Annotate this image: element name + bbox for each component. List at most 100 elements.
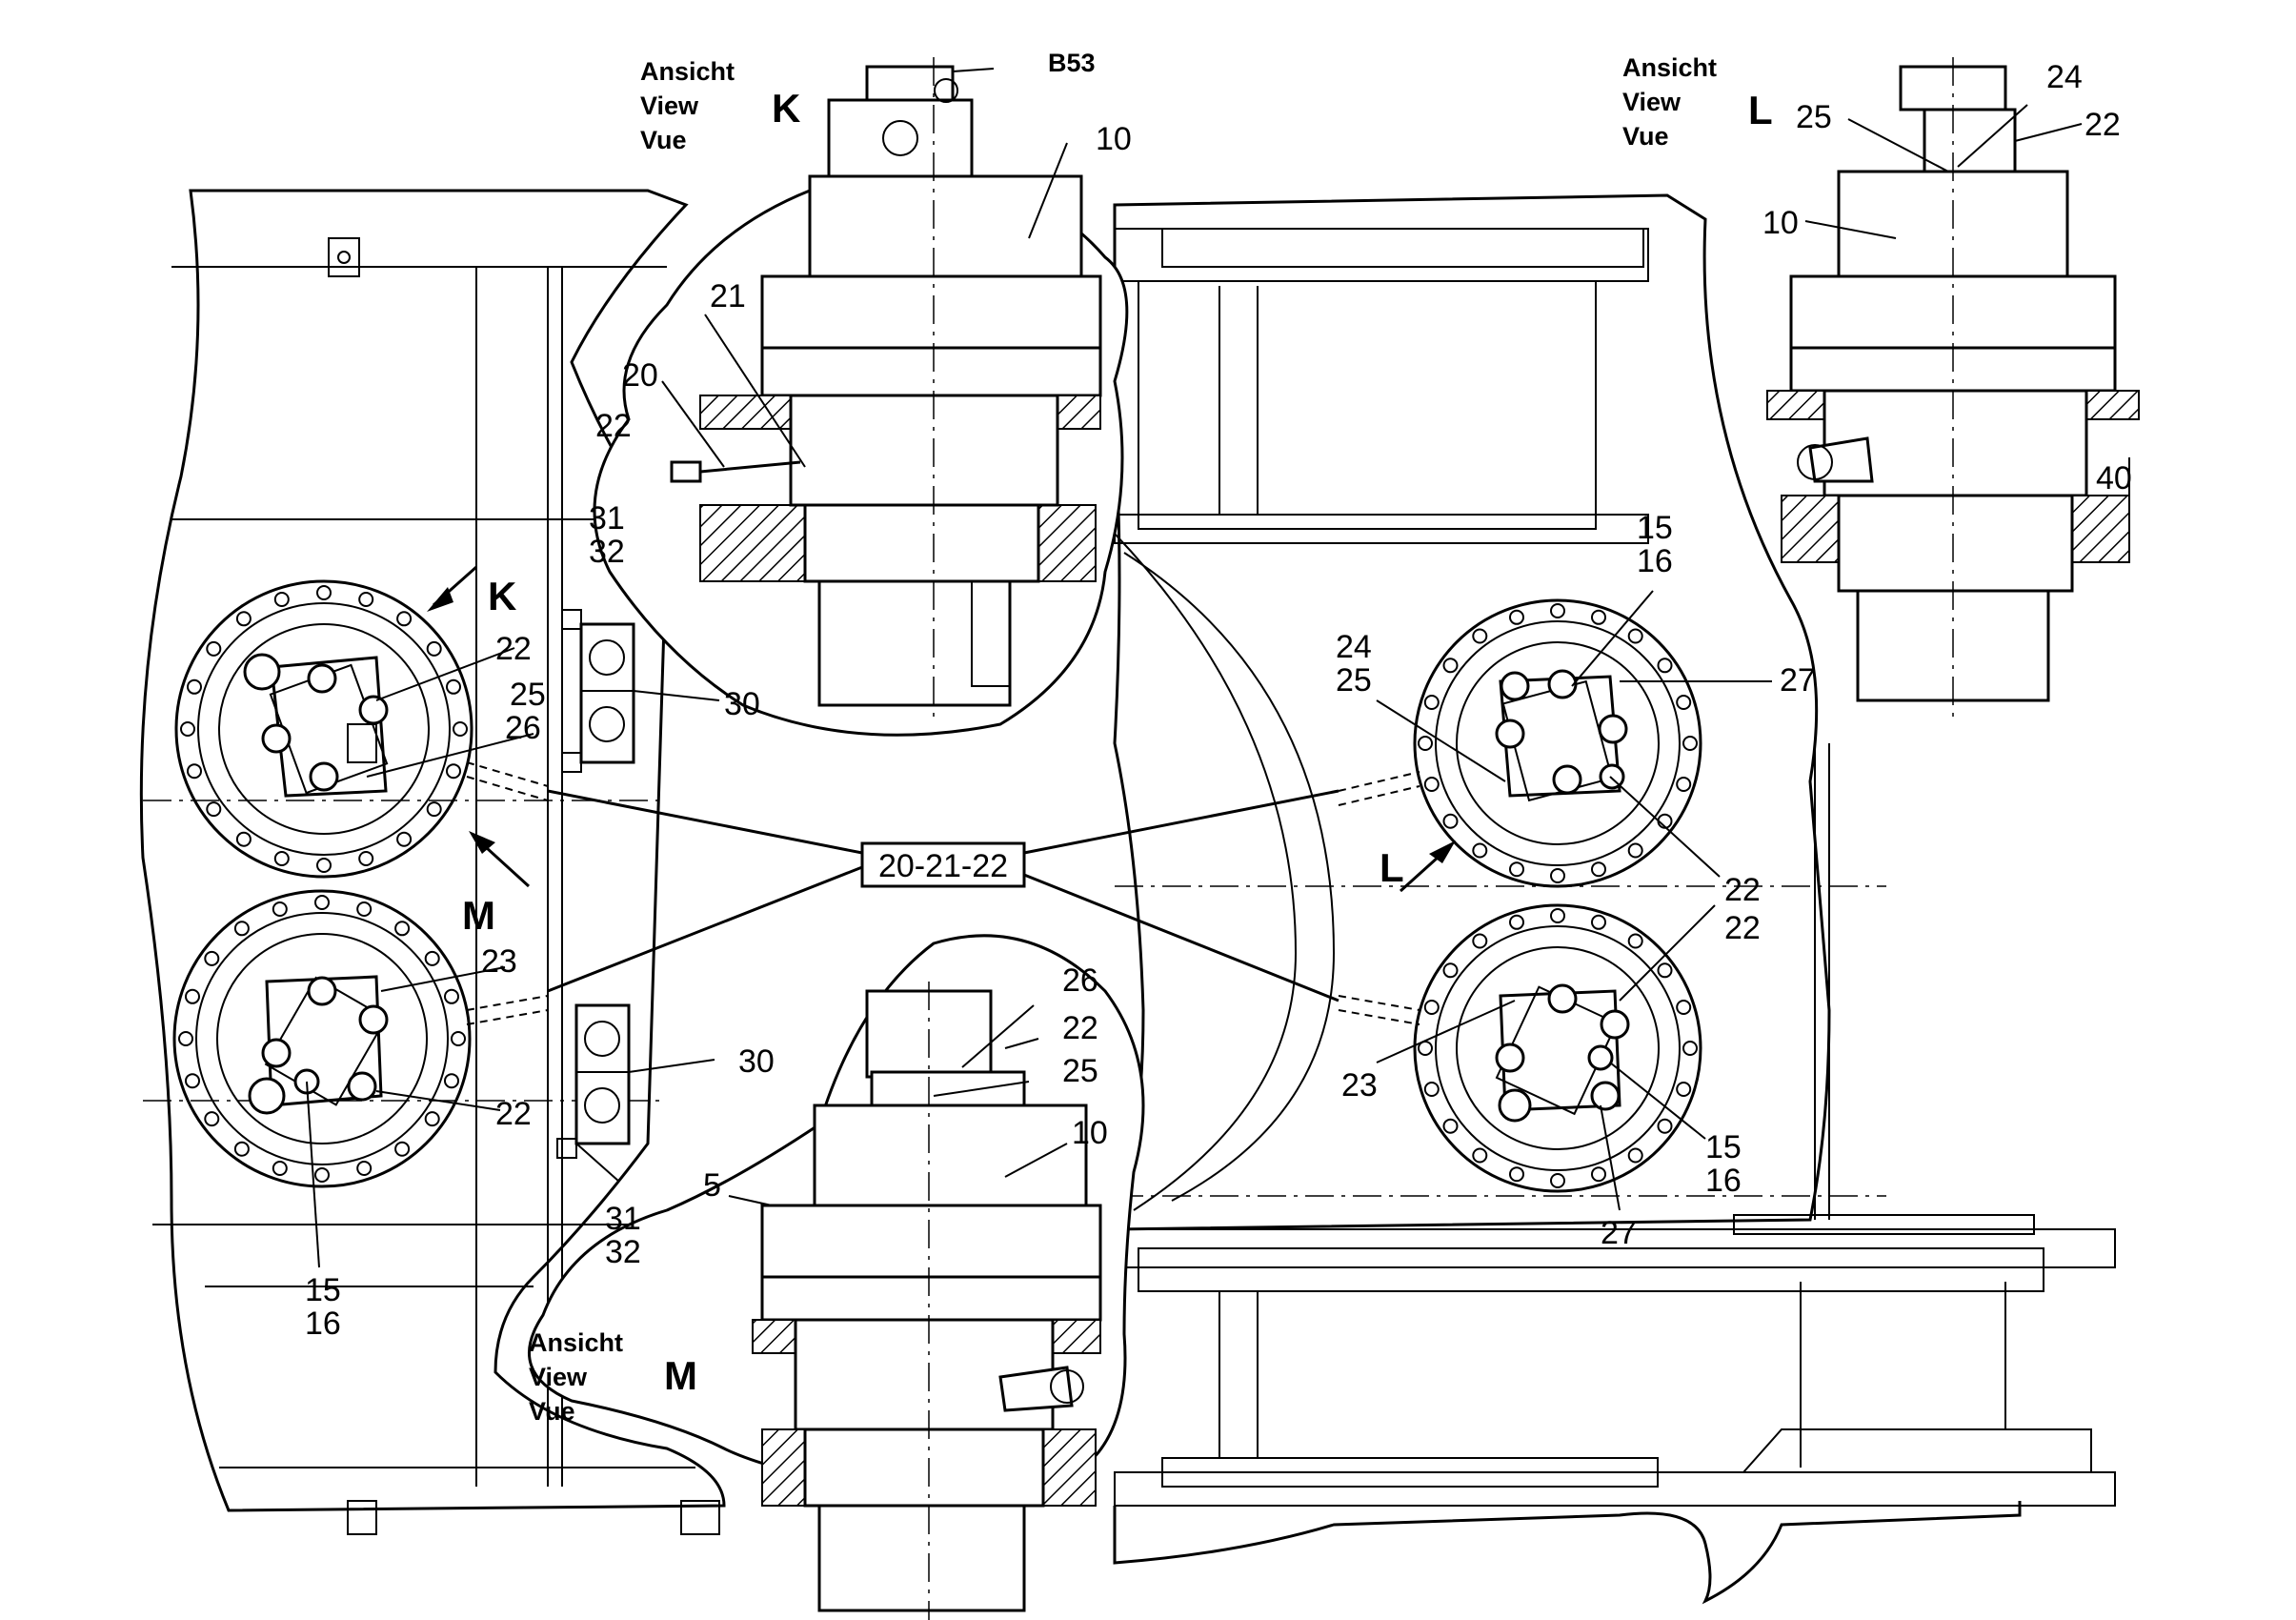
hub-bolt [1627, 933, 1643, 949]
view-k-vue: Vue [640, 126, 687, 154]
right-lower-hub [1413, 903, 1702, 1193]
hub-bolt [235, 611, 252, 627]
hub-bolt [426, 801, 442, 818]
hub-bolt [1550, 908, 1565, 923]
callout-l-25: 25 [1796, 99, 1832, 135]
hub-bolt [356, 1161, 373, 1176]
hub-bolt [1472, 842, 1488, 859]
callout-k-10: 10 [1096, 121, 1132, 157]
callout-right-27b: 27 [1601, 1215, 1637, 1251]
hub-bolt [204, 950, 220, 966]
hub-bolt [1509, 914, 1524, 930]
view-m-ansicht: Ansicht [529, 1328, 623, 1357]
callout-m-5: 5 [703, 1167, 721, 1204]
left-upper-hub [174, 579, 473, 879]
callout-left-30b: 30 [738, 1043, 775, 1080]
hub-bolt [233, 1141, 250, 1157]
hub-bolt [1591, 609, 1606, 625]
hub-bolt [316, 858, 332, 873]
hub-bolt [187, 763, 202, 780]
view-m-caption: Ansicht View Vue M [529, 1328, 697, 1426]
callout-l-10: 10 [1762, 205, 1799, 241]
valve-block-lower [556, 1003, 631, 1159]
callout-right-22b: 22 [1724, 910, 1761, 946]
view-k-ansicht: Ansicht [640, 57, 735, 86]
callout-right-15b: 15 [1705, 1129, 1742, 1165]
hub-bolt [1472, 628, 1488, 644]
callout-right-16a: 16 [1637, 543, 1673, 579]
hub-bolt [1657, 1118, 1673, 1134]
hub-bolt [1418, 1041, 1433, 1056]
hub-bolt [453, 721, 468, 737]
view-arrows [427, 565, 1456, 893]
callout-left-31b: 31 [605, 1201, 641, 1237]
hub-bolt [1676, 777, 1692, 792]
view-m-motor [528, 934, 1145, 1620]
callout-b53: B53 [1048, 49, 1096, 77]
hub-bolt [396, 831, 413, 847]
hub-bolt [1627, 628, 1643, 644]
left-lower-hub [172, 889, 472, 1188]
hub-bolt [1591, 1166, 1606, 1183]
hub-bolt [444, 988, 459, 1004]
hub-bolt [206, 640, 222, 657]
hub-bolt [1509, 861, 1524, 878]
callout-l-22: 22 [2085, 107, 2121, 143]
callout-leaders [306, 68, 2130, 1268]
hub-bolt [314, 895, 330, 910]
arrow-l-label: L [1380, 845, 1404, 890]
callout-l-40: 40 [2096, 460, 2132, 496]
view-m-vue: Vue [529, 1397, 575, 1426]
hub-bolt [1442, 962, 1459, 979]
hub-bolt [204, 1111, 220, 1127]
hub-bolt [1657, 813, 1673, 829]
callout-k-20: 20 [622, 357, 658, 394]
group-label-box [860, 841, 1026, 888]
group-leaders [547, 789, 1339, 1002]
hub-bolt [1418, 736, 1433, 751]
hub-bolt [206, 801, 222, 818]
right-upper-hub [1413, 598, 1702, 888]
view-k-motor [593, 57, 1129, 737]
hub-bolt [356, 901, 373, 917]
callout-left-22b: 22 [495, 1096, 532, 1132]
left-frame [139, 189, 726, 1535]
view-l-view: View [1622, 88, 1682, 116]
callout-k-22: 22 [595, 408, 632, 444]
hub-bolt [1550, 603, 1565, 618]
callout-left-32a: 32 [589, 534, 625, 570]
hub-bolt [1591, 861, 1606, 878]
hub-bolt [358, 592, 374, 607]
hub-bolt [1423, 1082, 1440, 1097]
hub-bolt [187, 678, 202, 695]
hub-bolt [424, 950, 440, 966]
callouts: B53 10 21 20 22 24 25 22 10 40 31 32 22 … [305, 49, 2132, 1342]
hub-bolt [1442, 658, 1459, 674]
view-m-view: View [529, 1363, 588, 1391]
callout-left-26: 26 [505, 710, 541, 746]
hub-bolt [424, 1111, 440, 1127]
hub-bolt [1591, 914, 1606, 930]
hub-bolt [1627, 1147, 1643, 1164]
view-k-view: View [640, 91, 699, 120]
hub-bolt [426, 640, 442, 657]
hub-bolt [180, 721, 195, 737]
callout-k-21: 21 [710, 278, 746, 314]
hub-bolt [1423, 777, 1440, 792]
callout-left-23: 23 [481, 943, 517, 980]
arrow-k-label: K [488, 574, 516, 618]
valve-block-upper [561, 609, 635, 773]
hub-bolt [1627, 842, 1643, 859]
callout-left-25: 25 [510, 677, 546, 713]
hub-bolt [272, 901, 288, 917]
callout-left-32b: 32 [605, 1234, 641, 1270]
view-l-vue: Vue [1622, 122, 1669, 151]
hub-bolt [1657, 962, 1673, 979]
view-l-motor [1766, 57, 2140, 724]
hub-bolt [1509, 609, 1524, 625]
callout-left-30a: 30 [724, 686, 760, 722]
callout-left-16: 16 [305, 1306, 341, 1342]
hub-bolt [394, 921, 411, 937]
view-m-letter: M [664, 1353, 697, 1398]
hub-bolt [444, 1073, 459, 1089]
